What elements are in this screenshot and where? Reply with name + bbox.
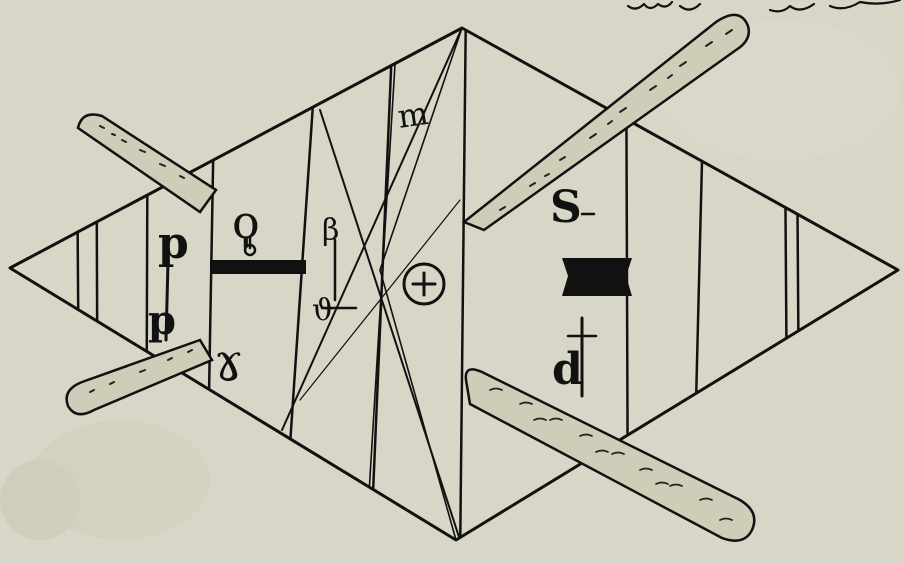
right-bar [562, 258, 632, 296]
symbol-p: p [158, 218, 189, 269]
stick-bottom-right [466, 369, 754, 540]
symbol-r: ɤ [214, 333, 243, 393]
symbol-s: S [550, 182, 582, 233]
symbol-d: d [552, 344, 583, 395]
left-bar [210, 260, 306, 274]
symbol-beta: β [322, 213, 339, 248]
paper-texture [0, 20, 900, 540]
symbol-q: ϙ [232, 195, 260, 249]
symbol-m: m [395, 94, 430, 136]
circle-plus-symbol [404, 264, 444, 304]
symbol-crossed-p: p [148, 297, 176, 344]
top-scribble [628, 0, 900, 11]
symbol-theta: ϑ [312, 293, 333, 328]
